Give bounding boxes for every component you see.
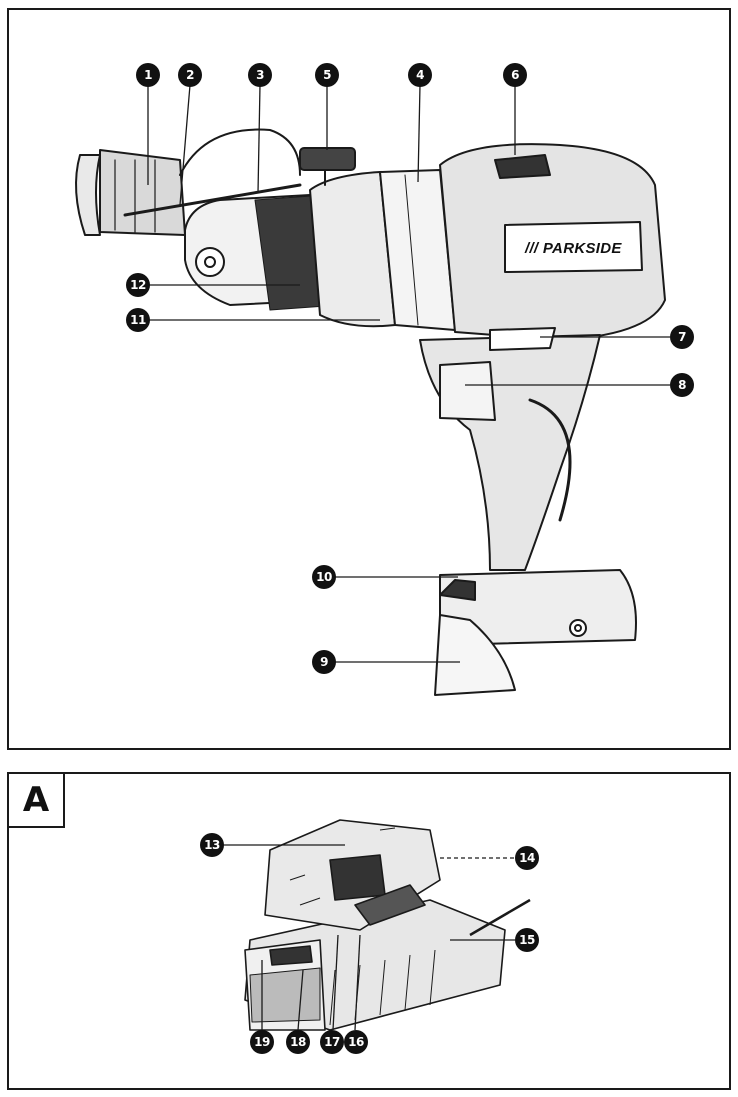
- callout-11: 11: [126, 308, 150, 332]
- callout-14: 14: [515, 846, 539, 870]
- callout-5: 5: [315, 63, 339, 87]
- brand-logo-label: /// PARKSIDE: [525, 240, 622, 257]
- callout-3: 3: [248, 63, 272, 87]
- callout-7: 7: [670, 325, 694, 349]
- callout-4: 4: [408, 63, 432, 87]
- callout-17: 17: [320, 1030, 344, 1054]
- callout-16: 16: [344, 1030, 368, 1054]
- callout-2: 2: [178, 63, 202, 87]
- callout-18: 18: [286, 1030, 310, 1054]
- callout-10: 10: [312, 565, 336, 589]
- callout-13: 13: [200, 833, 224, 857]
- callout-15: 15: [515, 928, 539, 952]
- figure-label: A: [7, 772, 65, 828]
- callout-1: 1: [136, 63, 160, 87]
- callout-9: 9: [312, 650, 336, 674]
- callout-6: 6: [503, 63, 527, 87]
- callout-8: 8: [670, 373, 694, 397]
- callout-19: 19: [250, 1030, 274, 1054]
- callout-12: 12: [126, 273, 150, 297]
